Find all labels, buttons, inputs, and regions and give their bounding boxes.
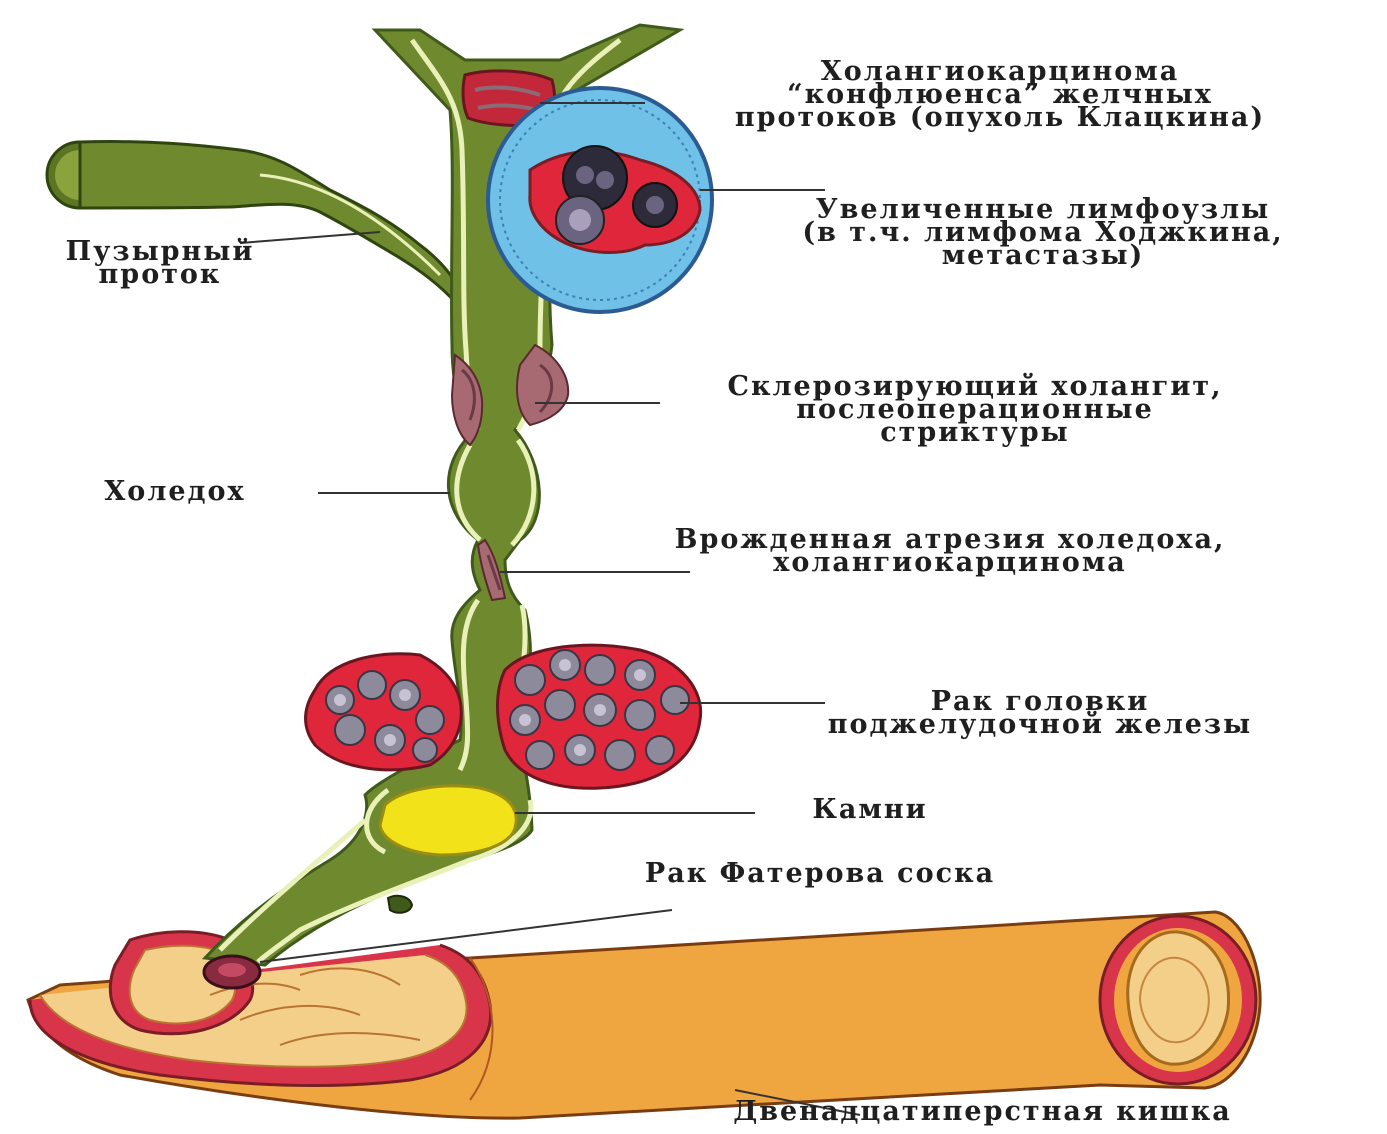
label-vater-line1: Рак Фатерова соска bbox=[535, 862, 1105, 885]
label-klatskin-line3: протоков (опухоль Клацкина) bbox=[610, 106, 1387, 129]
label-cystic-line2: проток bbox=[10, 263, 310, 286]
label-cystic: Пузырный проток bbox=[10, 240, 310, 286]
label-stones: Камни bbox=[760, 798, 980, 821]
label-klatskin: Холангиокарцинома “конфлюенса” желчных п… bbox=[610, 60, 1387, 129]
label-lymph-line3: метастазы) bbox=[698, 244, 1387, 267]
duodenum bbox=[28, 912, 1260, 1118]
label-choledoch: Холедох bbox=[40, 480, 310, 503]
label-stones-line1: Камни bbox=[760, 798, 980, 821]
label-duodenum-line1: Двенадцатиперстная кишка bbox=[590, 1100, 1375, 1123]
label-atresia-line2: холангиокарцинома bbox=[515, 551, 1385, 574]
label-choledoch-line1: Холедох bbox=[40, 480, 310, 503]
label-vater: Рак Фатерова соска bbox=[535, 862, 1105, 885]
label-pancreas: Рак головки поджелудочной железы bbox=[700, 690, 1380, 736]
label-sclerosing-line3: стриктуры bbox=[570, 421, 1380, 444]
label-duodenum: Двенадцатиперстная кишка bbox=[590, 1100, 1375, 1123]
stone-mark bbox=[380, 786, 516, 855]
label-lymph: Увеличенные лимфоузлы (в т.ч. лимфома Хо… bbox=[698, 198, 1387, 267]
label-pancreas-line2: поджелудочной железы bbox=[700, 713, 1380, 736]
label-atresia: Врожденная атрезия холедоха, холангиокар… bbox=[515, 528, 1385, 574]
label-sclerosing: Склерозирующий холангит, послеоперационн… bbox=[570, 375, 1380, 444]
